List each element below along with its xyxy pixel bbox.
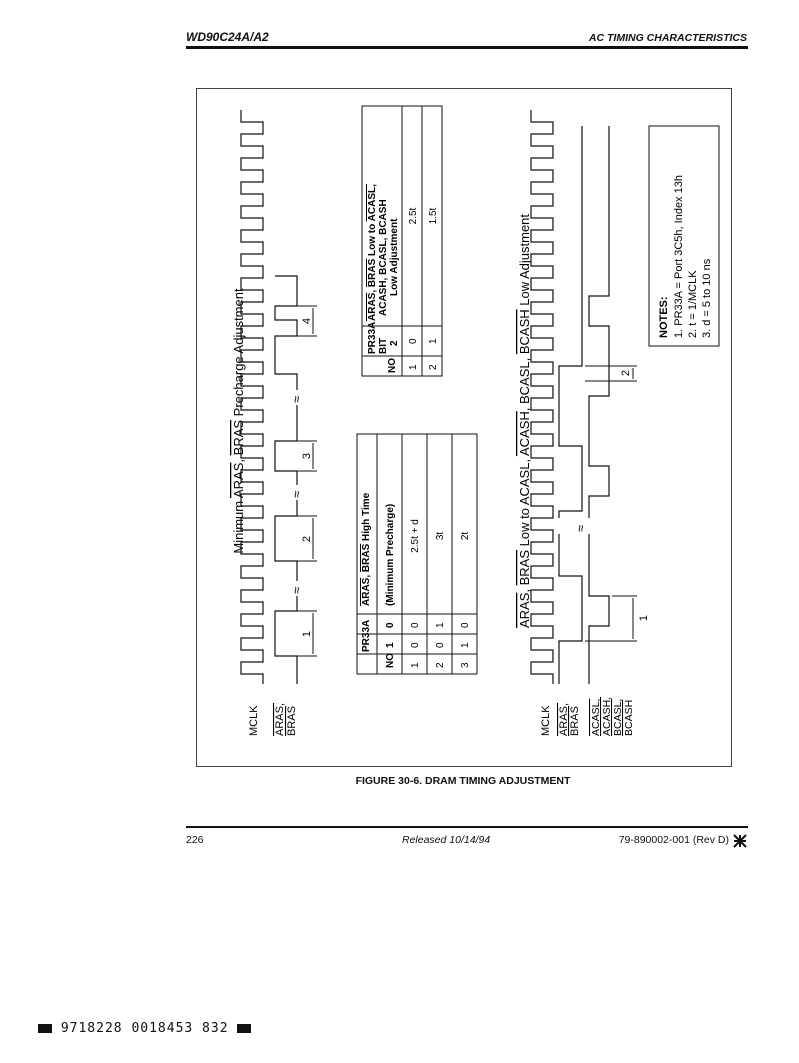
aras-bras-waveform-2	[558, 126, 583, 684]
break-mark: ≈	[573, 525, 588, 532]
table2-header-adj2: ACASH, BCASL, BCASH	[378, 199, 389, 316]
break-mark: ≈	[289, 587, 304, 594]
table2-cell: 0	[408, 338, 419, 344]
marker2-2: 2	[620, 370, 632, 376]
table2-cell: 2	[428, 364, 439, 370]
footer-doc-number: 79-890002-001 (Rev D)	[618, 834, 729, 846]
table1-bit0-hdr: 0	[385, 622, 396, 628]
footer-release-date: Released 10/14/94	[402, 834, 491, 846]
header-section-title: AC TIMING CHARACTERISTICS	[588, 32, 747, 44]
table1-cell: 3	[460, 662, 471, 668]
table1-header-no: NO	[385, 653, 396, 668]
aras-bras-waveform-1	[274, 275, 298, 684]
sig-bras-label: BRAS	[286, 706, 298, 736]
table2-header-no: NO	[387, 358, 398, 373]
table2-cell: 1	[408, 364, 419, 370]
sig2-mclk-label: MCLK	[540, 705, 552, 736]
sig2-bras-label: BRAS	[569, 706, 581, 736]
marker-3: 3	[301, 453, 313, 459]
marker-1: 1	[301, 631, 313, 637]
header-doc-id: WD90C24A/A2	[186, 30, 269, 44]
sig2-acash-label: ACASH,	[601, 697, 613, 736]
table1-cell: 0	[435, 642, 446, 648]
note-item-3: 3. d = 5 to 10 ns	[701, 258, 713, 338]
marker-2: 2	[301, 536, 313, 542]
sig2-acasl-label: ACASL,	[590, 699, 602, 736]
mclk-waveform-1	[240, 110, 264, 684]
table2-header-adj3: Low Adjustment	[389, 218, 400, 296]
table1-cell: 2.5t + d	[410, 519, 421, 553]
note-item-1: 1. PR33A = Port 3C5h, Index 13h	[673, 175, 685, 338]
table1-cell: 0	[410, 642, 421, 648]
sig2-bcash-label: BCASH	[623, 700, 635, 736]
barcode-block-icon	[38, 1024, 52, 1033]
table2-cell: 1.5t	[428, 207, 439, 224]
table1-cell: 0	[410, 622, 421, 628]
mclk-waveform-2	[530, 110, 554, 684]
break-mark: ≈	[289, 396, 304, 403]
marker-4: 4	[301, 318, 313, 324]
table2-header-adj: ARAS, BRAS Low to ACASL,	[367, 184, 378, 321]
table1-header-time-sub: (Minimum Precharge)	[385, 504, 396, 606]
table1-bit1-hdr: 1	[385, 642, 396, 648]
table1-cell: 1	[410, 662, 421, 668]
table1-cell: 1	[460, 642, 471, 648]
marker2-1: 1	[638, 615, 650, 621]
diagram2-title: ARAS, BRAS Low to ACASL, ACASH, BCASL, B…	[517, 214, 532, 628]
table-precharge	[356, 433, 478, 675]
footer-page-number: 226	[186, 834, 204, 846]
table1-cell: 1	[435, 622, 446, 628]
table-low-adjust	[361, 105, 443, 377]
cas-waveform-2	[588, 126, 610, 684]
footer-rule	[186, 826, 748, 828]
notes-box	[648, 125, 720, 347]
timing-diagram: Minimum ARAS, BRAS Precharge Adjustment …	[231, 105, 720, 736]
figure-caption: FIGURE 30-6. DRAM TIMING ADJUSTMENT	[355, 775, 571, 787]
table1-cell: 2	[435, 662, 446, 668]
note-item-2: 2. t = 1/MCLK	[687, 270, 699, 338]
barcode-text: 9718228 0018453 832	[60, 1021, 229, 1036]
company-logo-icon	[733, 834, 747, 848]
sig2-aras-label: ARAS,	[558, 703, 570, 736]
sig-mclk-label: MCLK	[248, 705, 260, 736]
dim-arrows-2	[585, 365, 637, 642]
table2-cell: 2.5t	[408, 207, 419, 224]
table1-header-bits: PR33A	[361, 620, 372, 652]
sig2-bcasl-label: BCASL,	[612, 699, 624, 736]
header-rule	[186, 46, 748, 49]
table1-cell: 2t	[460, 532, 471, 541]
barcode-block-icon	[237, 1024, 252, 1033]
barcode-line: 9718228 0018453 832	[38, 1021, 252, 1036]
figure-frame: Minimum ARAS, BRAS Precharge Adjustment …	[196, 88, 732, 767]
table2-header-bit3: 2	[389, 340, 400, 346]
table1-cell: 3t	[435, 532, 446, 541]
diagram1-title: Minimum ARAS, BRAS Precharge Adjustment	[231, 288, 246, 554]
table2-header-bit: PR33A	[367, 322, 378, 354]
table1-cell: 0	[460, 622, 471, 628]
sig-aras-label: ARAS,	[274, 703, 286, 736]
break-mark: ≈	[289, 491, 304, 498]
table2-header-bit2: BIT	[378, 338, 389, 354]
table2-cell: 1	[428, 338, 439, 344]
notes-title: NOTES:	[658, 296, 670, 338]
dim-arrows-1	[282, 305, 317, 657]
table1-header-time: ARAS, BRAS High Time	[361, 492, 372, 606]
